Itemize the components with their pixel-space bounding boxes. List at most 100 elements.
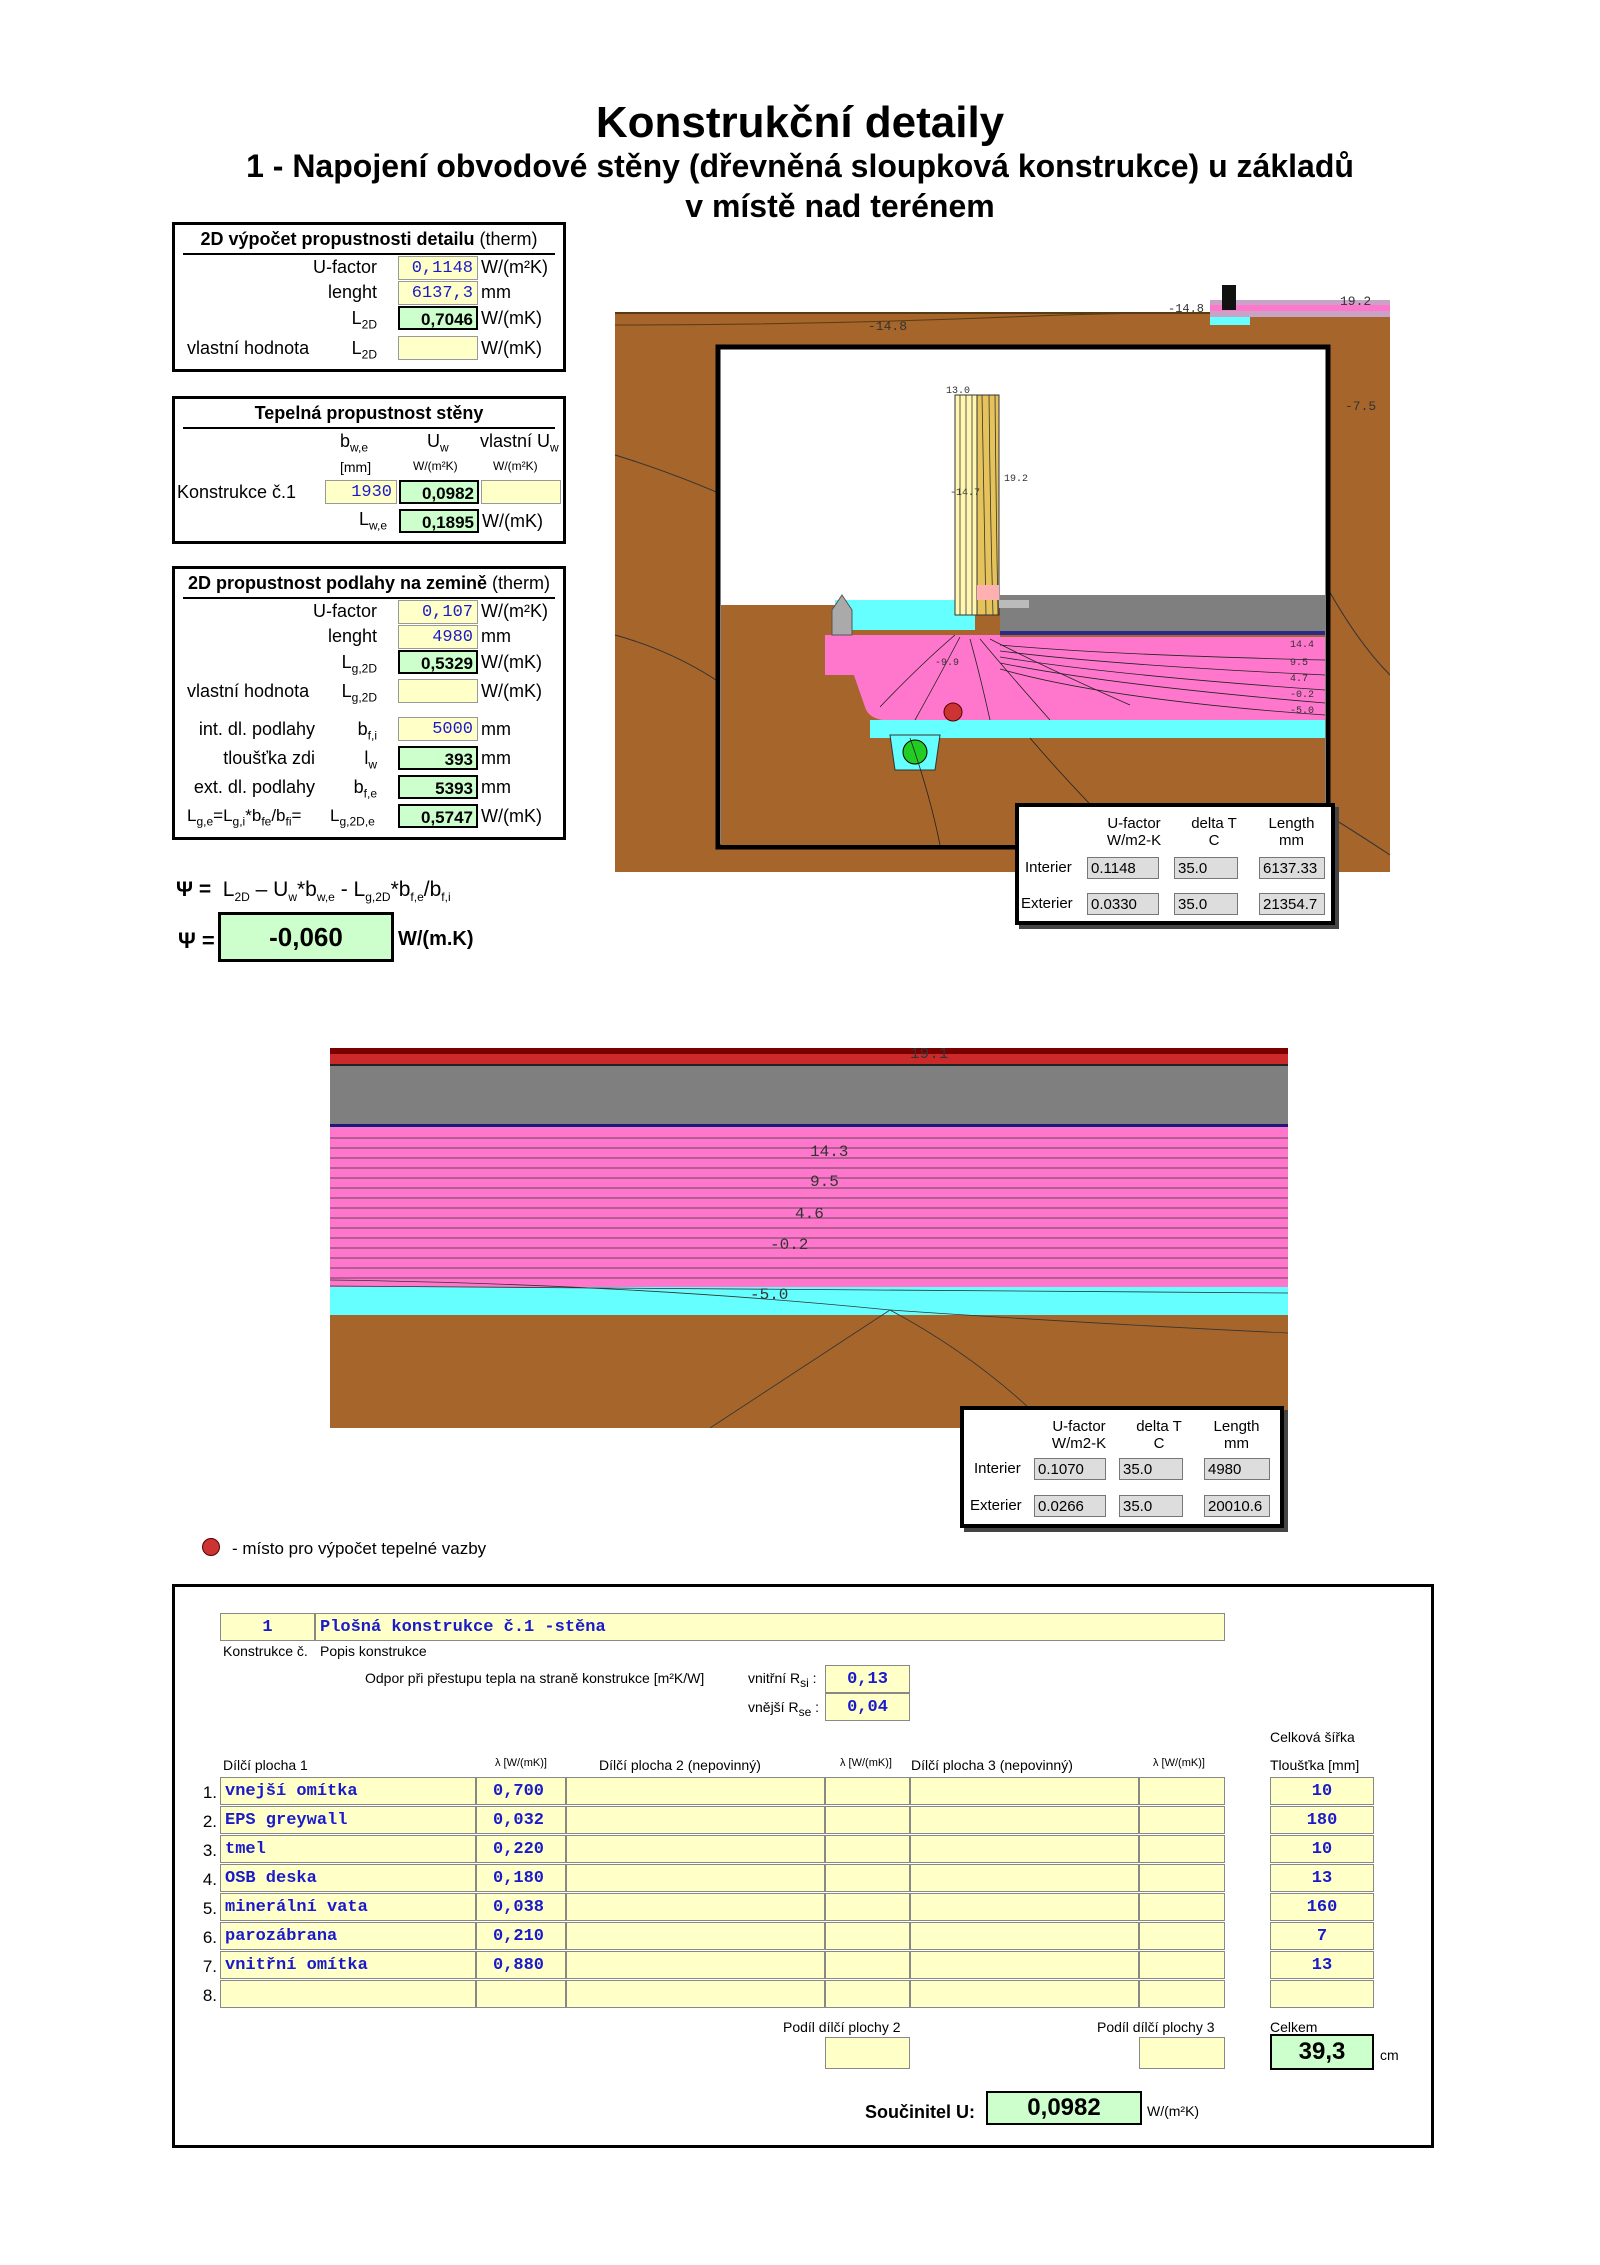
- constr-name[interactable]: Plošná konstrukce č.1 -stěna: [315, 1613, 1225, 1641]
- material3-field[interactable]: [910, 1951, 1139, 1979]
- lambda3-field[interactable]: [1139, 1893, 1225, 1921]
- res-interior-label: Interier: [974, 1460, 1021, 1477]
- podil2-field[interactable]: [825, 2037, 910, 2069]
- material3-field[interactable]: [910, 1806, 1139, 1834]
- podil3-field[interactable]: [1139, 2037, 1225, 2069]
- soucinitel-label: Součinitel U:: [865, 2102, 976, 2122]
- thickness-field[interactable]: 180: [1270, 1806, 1374, 1834]
- lambda3-field[interactable]: [1139, 1835, 1225, 1863]
- l2d-unit: W/(mK): [481, 308, 542, 328]
- thickness-field[interactable]: 10: [1270, 1777, 1374, 1805]
- material-name-field[interactable]: tmel: [220, 1835, 476, 1863]
- sim2-label-3: 4.6: [795, 1205, 824, 1223]
- ufactor-field[interactable]: 0,1148: [398, 256, 478, 280]
- col-vlastni-uw: vlastní Uw: [480, 431, 559, 455]
- lambda3-field[interactable]: [1139, 1922, 1225, 1950]
- constr-number[interactable]: 1: [220, 1613, 315, 1641]
- material2-field[interactable]: [566, 1980, 825, 2008]
- col-plocha3: Dílčí plocha 3 (nepovinný): [911, 1757, 1073, 1773]
- lambda2-field[interactable]: [825, 1980, 910, 2008]
- vlastni-uw-field[interactable]: [481, 480, 561, 504]
- lenght-field[interactable]: 4980: [398, 625, 478, 649]
- lambda-field[interactable]: 0,032: [476, 1806, 566, 1834]
- lambda3-field[interactable]: [1139, 1864, 1225, 1892]
- material3-field[interactable]: [910, 1893, 1139, 1921]
- row-number: 3.: [202, 1841, 217, 1860]
- material3-field[interactable]: [910, 1864, 1139, 1892]
- rsi-field[interactable]: 0,13: [825, 1665, 910, 1693]
- lambda-field[interactable]: [476, 1980, 566, 2008]
- lambda2-field[interactable]: [825, 1951, 910, 1979]
- lambda2-field[interactable]: [825, 1893, 910, 1921]
- sim1-label-4: 14.4: [1290, 640, 1314, 651]
- lambda-field[interactable]: 0,210: [476, 1922, 566, 1950]
- bwe-field[interactable]: 1930: [325, 480, 397, 504]
- sim1-label-5: 9.5: [1290, 658, 1308, 669]
- lambda3-field[interactable]: [1139, 1777, 1225, 1805]
- col-uw: Uw: [427, 431, 449, 455]
- lambda2-field[interactable]: [825, 1835, 910, 1863]
- lambda-field[interactable]: 0,880: [476, 1951, 566, 1979]
- lambda-field[interactable]: 0,180: [476, 1864, 566, 1892]
- material2-field[interactable]: [566, 1951, 825, 1979]
- material3-field[interactable]: [910, 1835, 1139, 1863]
- material2-field[interactable]: [566, 1835, 825, 1863]
- material3-field[interactable]: [910, 1922, 1139, 1950]
- material2-field[interactable]: [566, 1922, 825, 1950]
- material-name-field[interactable]: parozábrana: [220, 1922, 476, 1950]
- lambda3-field[interactable]: [1139, 1980, 1225, 2008]
- material2-field[interactable]: [566, 1777, 825, 1805]
- lg2d-label: Lg,2D: [341, 652, 377, 676]
- wall-transmittance-box: Tepelná propustnost stěny bw,e Uw vlastn…: [172, 396, 566, 544]
- psi-label: Ψ =: [178, 928, 215, 953]
- vlastni-field[interactable]: [398, 679, 478, 703]
- lenght-field[interactable]: 6137,3: [398, 281, 478, 305]
- lg2d-unit: W/(mK): [481, 652, 542, 672]
- lge-symbol: Lg,2D,e: [330, 806, 375, 829]
- material-name-field[interactable]: OSB deska: [220, 1864, 476, 1892]
- lambda2-field[interactable]: [825, 1864, 910, 1892]
- int-field[interactable]: 5000: [398, 717, 478, 741]
- vlastni-field[interactable]: [398, 336, 478, 360]
- material2-field[interactable]: [566, 1864, 825, 1892]
- rse-field[interactable]: 0,04: [825, 1693, 910, 1721]
- material-name-field[interactable]: minerální vata: [220, 1893, 476, 1921]
- material-name-field[interactable]: vnejší omítka: [220, 1777, 476, 1805]
- material2-field[interactable]: [566, 1893, 825, 1921]
- material3-field[interactable]: [910, 1980, 1139, 2008]
- thickness-field[interactable]: 160: [1270, 1893, 1374, 1921]
- lenght-label: lenght: [327, 626, 377, 646]
- unit-uw: W/(m²K): [413, 459, 458, 473]
- lenght-label: lenght: [327, 282, 377, 302]
- lambda3-field[interactable]: [1139, 1951, 1225, 1979]
- material-name-field[interactable]: [220, 1980, 476, 2008]
- page-subtitle: 1 - Napojení obvodové stěny (dřevněná sl…: [246, 148, 1354, 184]
- lambda3-field[interactable]: [1139, 1806, 1225, 1834]
- material-name-field[interactable]: EPS greywall: [220, 1806, 476, 1834]
- vlastni-unit: W/(mK): [481, 681, 542, 701]
- thickness-field[interactable]: 13: [1270, 1864, 1374, 1892]
- res-exterior-delta: 35.0: [1174, 893, 1238, 915]
- res-exterior-delta: 35.0: [1119, 1495, 1183, 1517]
- thickness-field[interactable]: 13: [1270, 1951, 1374, 1979]
- sim1-label-6: 4.7: [1290, 674, 1308, 685]
- material-name-field[interactable]: vnitřní omítka: [220, 1951, 476, 1979]
- material2-field[interactable]: [566, 1806, 825, 1834]
- lambda2-field[interactable]: [825, 1922, 910, 1950]
- lambda-field[interactable]: 0,038: [476, 1893, 566, 1921]
- lambda-field[interactable]: 0,220: [476, 1835, 566, 1863]
- vlastni-label: vlastní hodnota: [187, 338, 310, 358]
- thickness-field[interactable]: 7: [1270, 1922, 1374, 1950]
- thickness-field[interactable]: [1270, 1980, 1374, 2008]
- material3-field[interactable]: [910, 1777, 1139, 1805]
- sim1-label-3: -9.9: [935, 658, 959, 669]
- int-label: int. dl. podlahy: [198, 719, 315, 739]
- lambda2-field[interactable]: [825, 1777, 910, 1805]
- thickness-field[interactable]: 10: [1270, 1835, 1374, 1863]
- psi-unit: W/(m.K): [398, 928, 474, 950]
- lambda2-field[interactable]: [825, 1806, 910, 1834]
- ufactor-field[interactable]: 0,107: [398, 600, 478, 624]
- lambda-field[interactable]: 0,700: [476, 1777, 566, 1805]
